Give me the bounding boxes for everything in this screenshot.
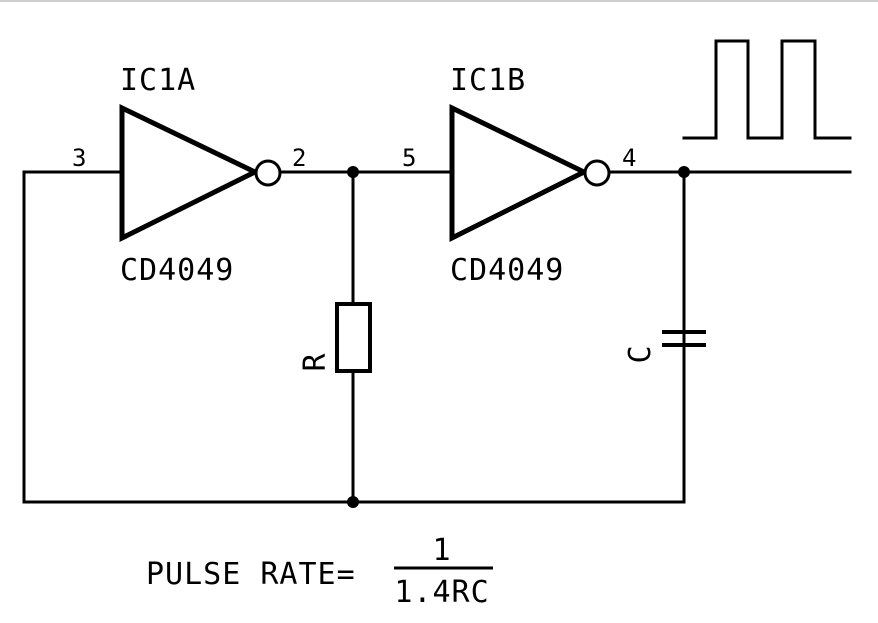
ic1b-name: IC1B xyxy=(450,63,526,98)
resistor-r xyxy=(335,302,372,373)
ic1a-part: CD4049 xyxy=(120,253,234,288)
ic1a-name: IC1A xyxy=(120,63,196,98)
ic1b-pin-out: 4 xyxy=(622,144,636,172)
inverter-ic1b xyxy=(449,104,611,243)
junction-dot xyxy=(347,496,359,508)
output-square-wave xyxy=(682,39,852,140)
inverter-ic1a xyxy=(119,104,282,243)
junction-dot xyxy=(347,166,359,178)
ic1b-part: CD4049 xyxy=(450,253,564,288)
resistor-label: R xyxy=(298,352,333,371)
formula-label: PULSE RATE= xyxy=(146,557,356,592)
ic1b-pin-in: 5 xyxy=(402,144,416,172)
wires xyxy=(22,170,852,504)
ic1a-pin-out: 2 xyxy=(292,144,306,172)
capacitor-label: C xyxy=(623,344,658,363)
formula-denominator: 1.4RC xyxy=(394,575,489,610)
capacitor-c xyxy=(662,330,706,347)
junction-dot xyxy=(678,166,690,178)
formula-numerator: 1 xyxy=(432,533,451,568)
ic1a-pin-in: 3 xyxy=(72,144,86,172)
